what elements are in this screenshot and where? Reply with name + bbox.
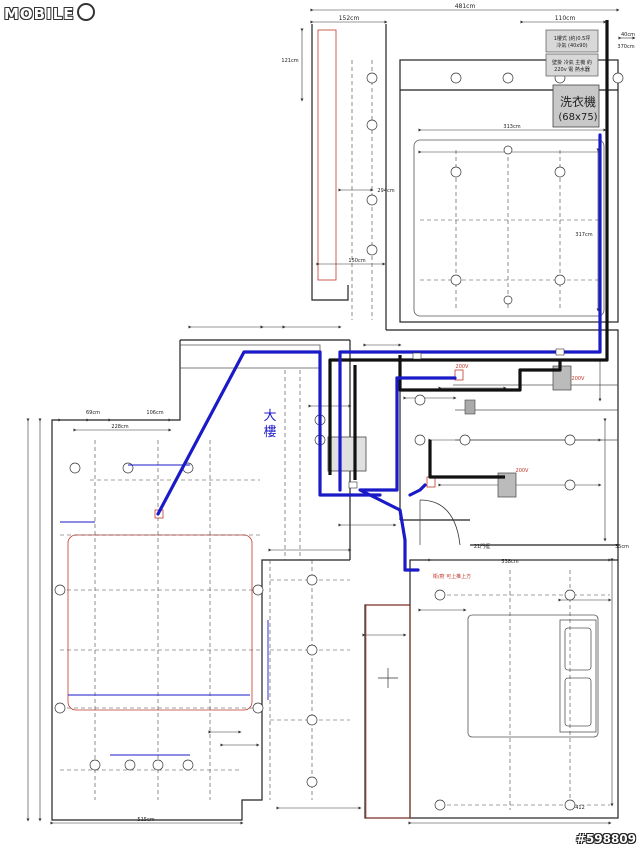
dim-top-left: 152cm	[339, 15, 360, 22]
dim-538: 538cm	[501, 559, 518, 565]
water-heater-box	[545, 53, 599, 77]
dim-228: 228cm	[111, 424, 128, 430]
air-conditioner-box	[545, 29, 599, 53]
logo-ring-icon	[76, 3, 95, 21]
dim-200-a: 200V	[572, 376, 586, 382]
junctions	[348, 348, 565, 489]
ac-unit-box	[327, 436, 367, 472]
dim-200-b: 200V	[516, 468, 530, 474]
dim-top-right: 110cm	[555, 15, 576, 22]
dimension-lines	[26, 8, 636, 825]
center-lines	[60, 60, 610, 810]
red-outline-column	[317, 29, 337, 281]
cross-mark	[378, 668, 398, 688]
outlet-box-2	[497, 472, 517, 498]
watermark-logo: MOBILE	[4, 3, 95, 23]
blue-pipe	[156, 133, 602, 572]
staircase-label-1: 大	[263, 409, 276, 424]
red-note: 衛/廚 可上推上方	[433, 573, 471, 580]
dim-40: 40cm	[621, 32, 635, 38]
cabinet-note-1: 1樓式 (約)0.5坪	[554, 35, 591, 42]
dim-313: 313cm	[503, 124, 520, 130]
dim-69: 69cm	[86, 410, 100, 416]
dim-370: 370cm	[617, 44, 634, 50]
dim-200-c: 200V	[456, 364, 470, 370]
dim-515: 515cm	[137, 817, 154, 823]
cabinet-note-2: 冷氣 (40x90)	[556, 42, 587, 49]
door-note: 21門框	[474, 543, 490, 550]
dim-35: 35cm	[615, 544, 629, 550]
washer-size-label: (68x75)	[558, 112, 597, 123]
post-id-watermark: #598809	[575, 832, 636, 846]
red-outline-bottom	[365, 604, 411, 819]
dim-121: 121cm	[281, 58, 298, 64]
walls	[51, 24, 619, 821]
black-pipe	[328, 20, 609, 480]
outlet-box-1	[552, 365, 572, 391]
dim-412: 412	[575, 805, 585, 811]
light-fixtures	[54, 72, 624, 811]
blue-markers	[60, 464, 269, 756]
dim-top-total: 481cm	[455, 3, 476, 10]
text-labels: 洗衣機 (68x75) 大 樓 1樓式 (約)0.5坪 冷氣 (40x90) 壁…	[86, 3, 635, 823]
cabinet-note-4: 220v 電 熱水器	[554, 66, 590, 73]
washer-box	[552, 84, 600, 128]
cabinet-note-3: 壁掛 冷氣 主機 約	[552, 59, 592, 66]
staircase-label-2: 樓	[263, 425, 276, 440]
washer-label: 洗衣機	[560, 94, 596, 109]
dim-317: 317cm	[575, 232, 592, 238]
dim-294: 294cm	[377, 188, 394, 194]
dim-150: 150cm	[348, 258, 365, 264]
appliances	[154, 29, 600, 519]
dim-106: 106cm	[146, 410, 163, 416]
